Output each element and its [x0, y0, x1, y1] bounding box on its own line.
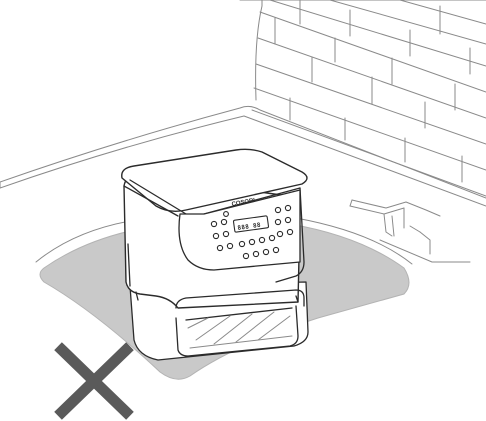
control-button — [285, 205, 290, 210]
control-button — [211, 221, 216, 226]
control-button — [273, 247, 278, 252]
control-button — [287, 229, 292, 234]
control-button — [275, 207, 280, 212]
control-button — [223, 231, 228, 236]
cross-mark-icon — [62, 350, 126, 412]
control-button — [217, 245, 222, 250]
control-button — [275, 219, 280, 224]
air-fryer: COSORI 888 88 — [122, 149, 308, 360]
control-button — [263, 249, 268, 254]
control-button — [243, 253, 248, 258]
control-button — [249, 239, 254, 244]
control-button — [277, 231, 282, 236]
control-button — [224, 212, 229, 217]
control-button — [253, 251, 258, 256]
control-button — [239, 241, 244, 246]
control-button — [213, 233, 218, 238]
control-button — [269, 235, 274, 240]
control-button — [221, 219, 226, 224]
control-button — [285, 217, 290, 222]
control-button — [227, 243, 232, 248]
control-button — [259, 237, 264, 242]
